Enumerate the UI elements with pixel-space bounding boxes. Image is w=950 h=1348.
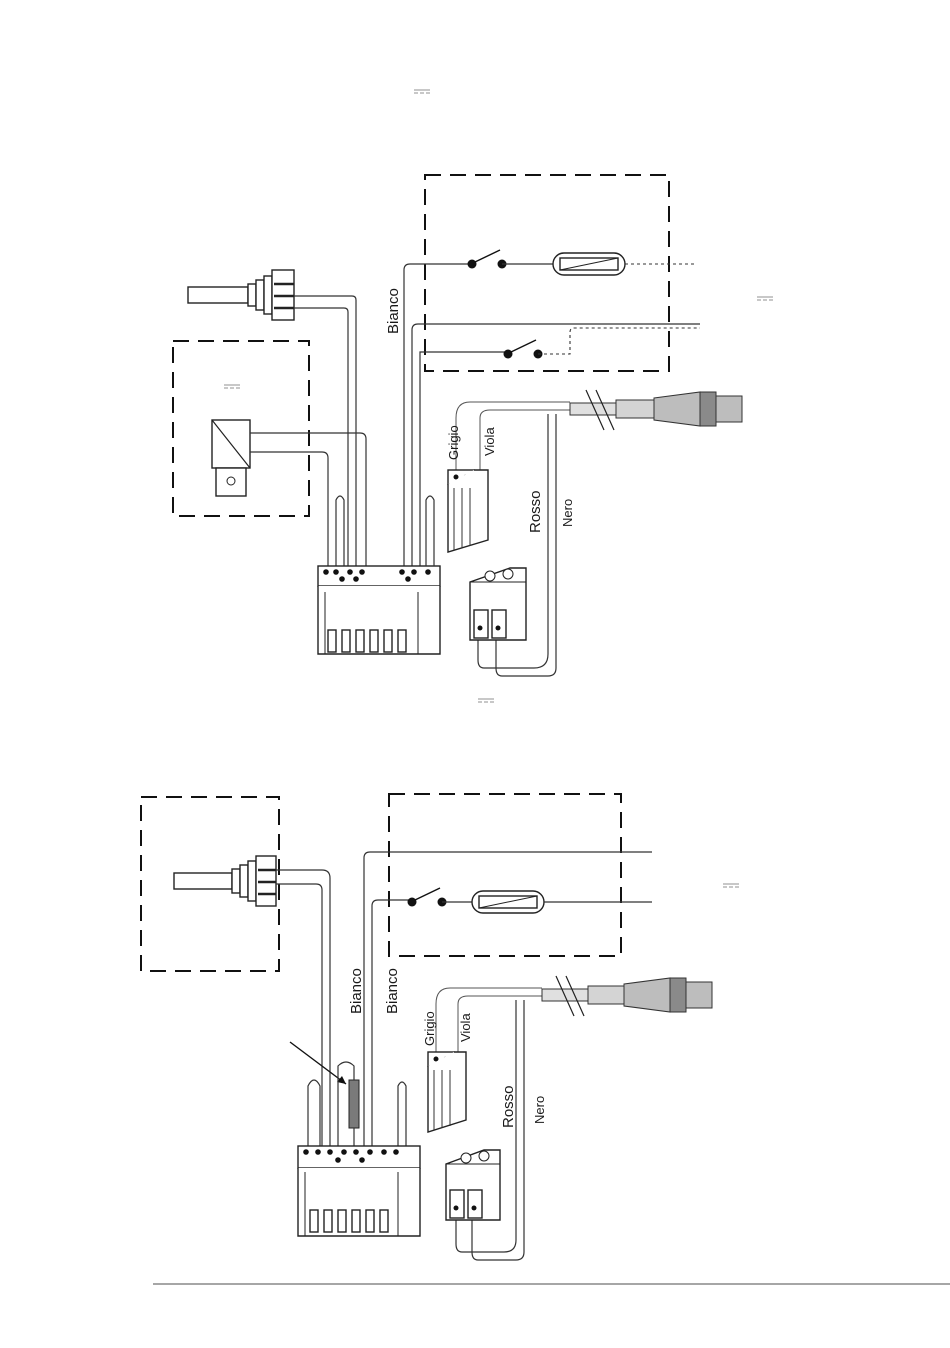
label-nero-bottom: Nero [532,1096,547,1124]
switch-2-top [504,340,543,359]
bottom-diagram: Bianco Bianco [141,794,712,1260]
cable-plug-top [570,390,742,430]
terminal-block-top [318,566,440,654]
switch-bottom [408,888,447,907]
dc-symbol-middle [478,699,494,702]
label-rosso-top: Rosso [527,490,544,533]
reed-switch-top [553,253,625,275]
dc-symbol-top-left-box [224,385,240,388]
relay-component-top [212,420,250,496]
reed-switch-bottom [472,891,544,913]
terminal-block-bottom [298,1146,420,1236]
probe-sensor-top [188,270,294,320]
top-control-box [425,175,669,371]
label-bianco-bottom-1: Bianco [348,968,365,1014]
label-grigio-bottom: Grigio [422,1011,437,1046]
label-grigio-top: Grigio [446,425,461,460]
connector-grigio-viola-top [448,470,488,552]
top-diagram: Bianco [173,175,742,676]
label-viola-top: Viola [482,427,497,456]
label-rosso-bottom: Rosso [500,1085,517,1128]
dc-symbol-top-right [757,297,773,300]
dc-symbol-top-header [414,90,430,93]
label-bianco-top: Bianco [385,288,402,334]
bottom-control-box [389,794,621,956]
probe-sensor-bottom [174,856,276,906]
screw-terminal-top [470,568,526,640]
resistor-bottom [338,1062,359,1146]
dc-symbol-bottom-right [723,884,739,887]
cable-plug-bottom [542,976,712,1016]
connector-grigio-viola-bottom [428,1052,466,1132]
switch-1-top [468,250,507,269]
screw-terminal-bottom [446,1150,500,1220]
label-bianco-bottom-2: Bianco [384,968,401,1014]
label-nero-top: Nero [560,499,575,527]
label-viola-bottom: Viola [458,1013,473,1042]
